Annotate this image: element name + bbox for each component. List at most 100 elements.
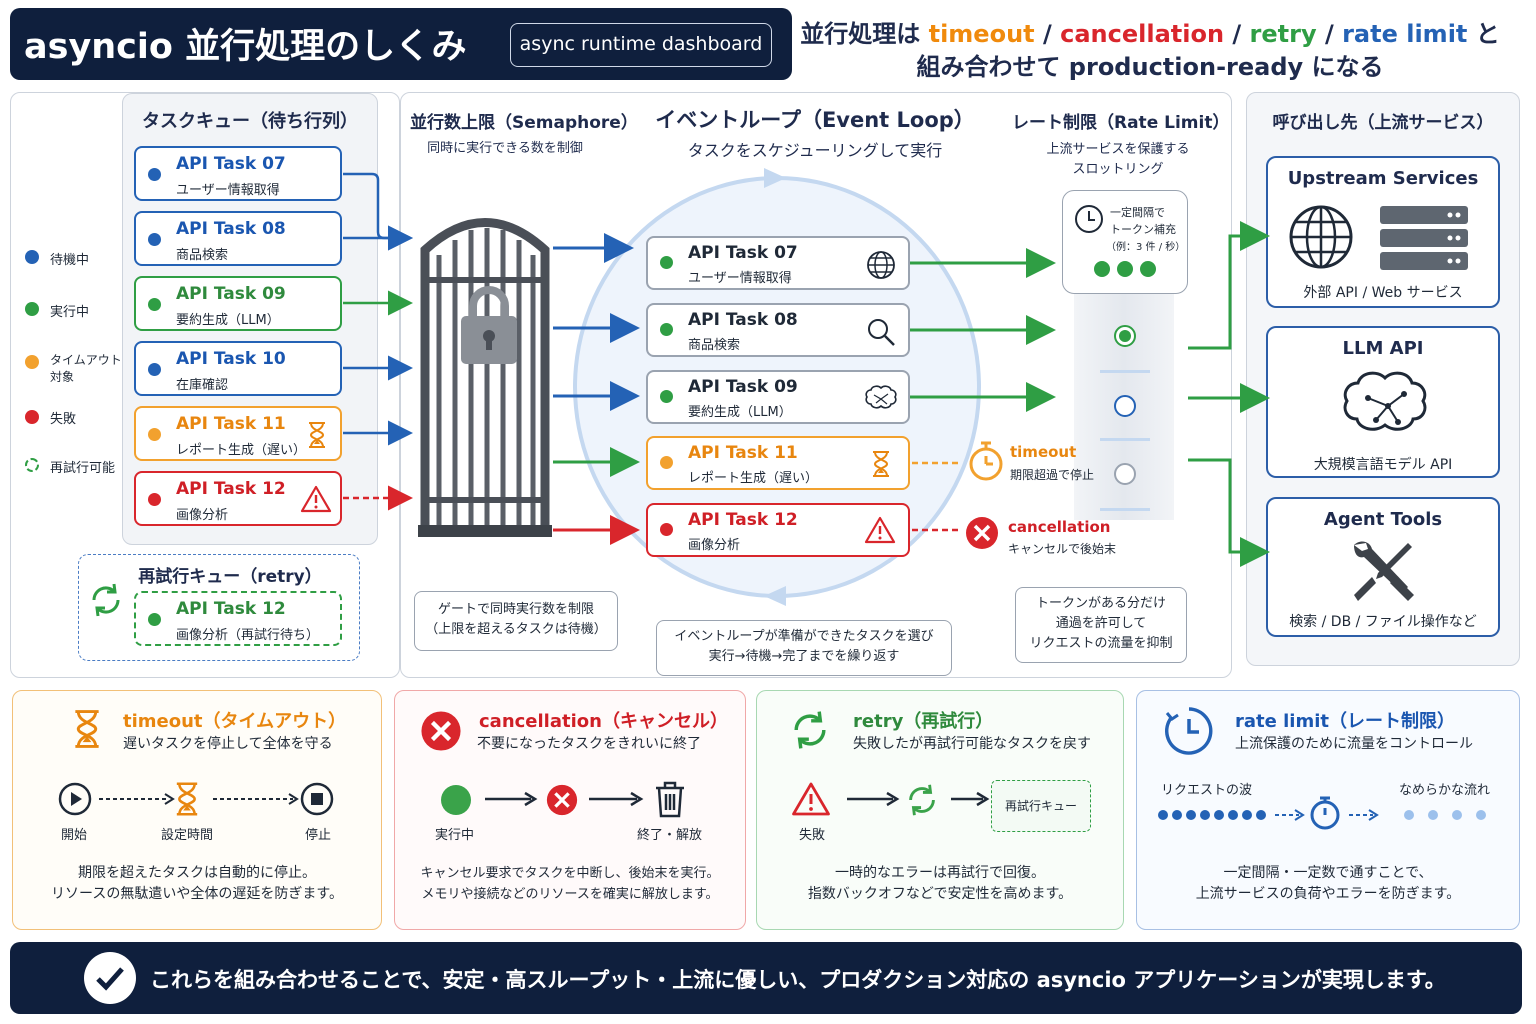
tagline-line2: 組み合わせて production-ready になる (916, 53, 1384, 81)
status-dot (148, 613, 161, 626)
flow-arrows (343, 172, 1270, 567)
card-footer: 一定間隔・一定数で通すことで、上流サービスの負荷やエラーを防ぎます。 (1137, 863, 1519, 905)
flow-arrows (485, 791, 644, 807)
service-title: Upstream Services (1287, 168, 1479, 189)
note-line: リクエストの流量を抑制 (1029, 636, 1173, 651)
task-name: API Task 09 (176, 284, 286, 304)
status-dot (148, 233, 161, 246)
cancel-icon (966, 517, 998, 549)
card-rate-limit: rate limit（レート制限） 上流保護のために流量をコントロール リクエス… (1136, 690, 1520, 930)
card-title: retry（再試行） (853, 711, 994, 732)
footer-line: 期限を超えたタスクは自動的に停止。 (78, 865, 316, 881)
rate-cancel-label: cancellation (1008, 518, 1111, 536)
card-footer: キャンセル要求でタスクを中断し、後始末を実行。メモリや接続などのリソースを確実に… (395, 863, 745, 905)
service-desc: 検索 / DB / ファイル操作など (1289, 614, 1477, 630)
task-name: API Task 07 (688, 243, 798, 263)
server-icon (1380, 206, 1468, 270)
note-line: イベントループが準備ができたタスクを選び (674, 629, 934, 644)
rate-timeout-label: timeout (1010, 443, 1077, 461)
tagline-prefix: 並行処理は (800, 20, 929, 48)
globe-icon (867, 251, 895, 279)
tagline-rate-limit: rate limit (1342, 20, 1468, 48)
status-dot (148, 363, 161, 376)
task-desc: 要約生成（LLM） (688, 405, 792, 420)
footer-line: 一時的なエラーは再試行で回復。 (835, 865, 1045, 881)
semaphore-gate-icon (418, 218, 552, 537)
service-agent-tools[interactable]: Agent Tools 検索 / DB / ファイル操作など (1266, 497, 1500, 637)
label-running: 実行中 (435, 828, 475, 843)
task-name: API Task 12 (176, 599, 286, 619)
bucket-line2: トークン補充 (1110, 223, 1176, 236)
rate-flow-diagram (1158, 796, 1486, 830)
status-dot (148, 298, 161, 311)
note-line: ゲートで同時実行数を制限 (437, 602, 594, 617)
legend-retry-dot (25, 458, 39, 472)
token-dot (1140, 261, 1156, 277)
slot-divider (1100, 370, 1150, 373)
label-smooth: なめらかな流れ (1399, 783, 1491, 798)
legend-timeout-1: タイムアウト (50, 353, 122, 367)
rate-limit-title: レート制限（Rate Limit） (1012, 113, 1230, 133)
legend-waiting: 待機中 (50, 253, 90, 268)
bucket-line1: 一定間隔で (1110, 206, 1165, 219)
task-name: API Task 12 (688, 510, 798, 530)
tools-icon (1354, 541, 1414, 601)
search-icon (868, 319, 895, 346)
card-subtitle: 上流保護のために流量をコントロール (1235, 736, 1473, 752)
card-timeout: timeout（タイムアウト） 遅いタスクを停止して全体を守る 開始 設定時間 … (12, 690, 382, 930)
page-title: asyncio 並行処理のしくみ (24, 27, 467, 67)
slot-empty (1114, 463, 1136, 485)
status-dot (660, 256, 673, 269)
running-dot (441, 785, 471, 815)
tagline-timeout: timeout (928, 20, 1035, 48)
stop-icon (300, 782, 334, 816)
note-line: （上限を超えるタスクは待機） (425, 622, 607, 637)
rate-timeout-desc: 期限超過で停止 (1010, 468, 1095, 482)
slot-filled (1114, 325, 1136, 347)
legend-waiting-dot (25, 250, 39, 264)
header-banner (10, 8, 792, 80)
stopwatch-icon (969, 441, 1003, 481)
cancel-icon (546, 784, 578, 816)
service-desc: 大規模言語モデル API (1313, 457, 1453, 473)
warning-icon (300, 485, 332, 513)
hourglass-icon (75, 710, 99, 748)
brain-icon (1343, 371, 1427, 431)
service-title: Agent Tools (1323, 509, 1443, 530)
task-desc: レポート生成（遅い） (176, 443, 307, 458)
queue-title: タスクキュー（待ち行列） (142, 111, 358, 132)
card-title: timeout（タイムアウト） (123, 711, 347, 732)
note-line: 通過を許可して (1055, 616, 1147, 631)
semaphore-title: 並行数上限（Semaphore） (410, 113, 638, 133)
slot-empty (1114, 395, 1136, 417)
retry-icon (794, 711, 826, 749)
status-dot (148, 493, 161, 506)
label-start: 開始 (61, 828, 88, 843)
service-title: LLM API (1342, 338, 1424, 359)
retry-queue-title: 再試行キュー（retry） (138, 567, 322, 587)
task-desc: 在庫確認 (176, 378, 229, 393)
upstream-title: 呼び出し先（上流サービス） (1272, 113, 1494, 133)
footer-line: 上流サービスの負荷やエラーを防ぎます。 (1195, 886, 1461, 902)
service-upstream[interactable]: Upstream Services 外部 API / Web サービス (1266, 156, 1500, 308)
note-line: 実行→待機→完了までを繰り返す (708, 649, 900, 664)
task-name: API Task 08 (688, 310, 798, 330)
tagline-line1: 並行処理は timeout / cancellation / retry / r… (800, 14, 1500, 49)
flow-arrows (847, 791, 990, 807)
tagline-sep: / (1224, 20, 1250, 48)
tagline-sep: / (1316, 20, 1343, 48)
card-subtitle: 失敗したが再試行可能なタスクを戻す (853, 736, 1091, 752)
hourglass-icon (873, 451, 889, 477)
